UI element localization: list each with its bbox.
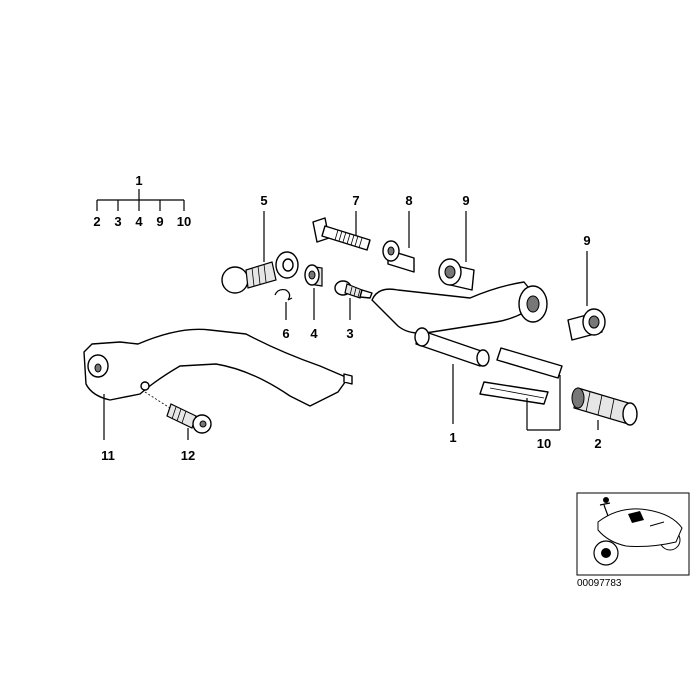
tree-child-label: 10	[177, 214, 191, 229]
callout-7: 7	[352, 193, 359, 208]
part-4-bushing	[304, 264, 323, 287]
callout-10: 10	[537, 436, 551, 451]
part-number-tree: 1 2 3 4 9 10	[93, 173, 191, 229]
callout-2: 2	[594, 436, 601, 451]
part-1-shift-lever	[371, 281, 548, 367]
callout-11: 11	[101, 448, 115, 463]
assembly-axis	[144, 391, 171, 409]
tree-child-label: 9	[156, 214, 163, 229]
tree-child-label: 4	[135, 214, 143, 229]
callout-3: 3	[346, 326, 353, 341]
callout-9a: 9	[462, 193, 469, 208]
callout-9b: 9	[583, 233, 590, 248]
thumbnail-ref-number: 00097783	[577, 578, 622, 589]
part-11-lever-arm	[83, 328, 353, 407]
part-9-bushing-second	[567, 308, 606, 341]
location-thumbnail: 00097783	[576, 492, 690, 589]
part-9-bushing	[438, 258, 475, 291]
part-6-circlip	[274, 288, 293, 301]
part-3-screw	[334, 280, 373, 299]
callout-6: 6	[282, 326, 289, 341]
callout-1: 1	[449, 430, 456, 445]
callout-5: 5	[260, 193, 267, 208]
callout-4: 4	[310, 326, 318, 341]
tree-root-label: 1	[135, 173, 142, 188]
tree-child-label: 3	[114, 214, 121, 229]
part-8-sleeve	[382, 240, 415, 273]
part-2-footpeg	[571, 387, 638, 426]
part-5-ball-joint	[221, 251, 299, 294]
part-12-bolt	[166, 403, 212, 434]
part-10-sleeves	[479, 347, 563, 405]
callout-8: 8	[405, 193, 412, 208]
motorcycle-icon	[593, 497, 683, 566]
tree-child-label: 2	[93, 214, 100, 229]
part-7-bolt	[312, 217, 371, 251]
callout-12: 12	[181, 448, 195, 463]
